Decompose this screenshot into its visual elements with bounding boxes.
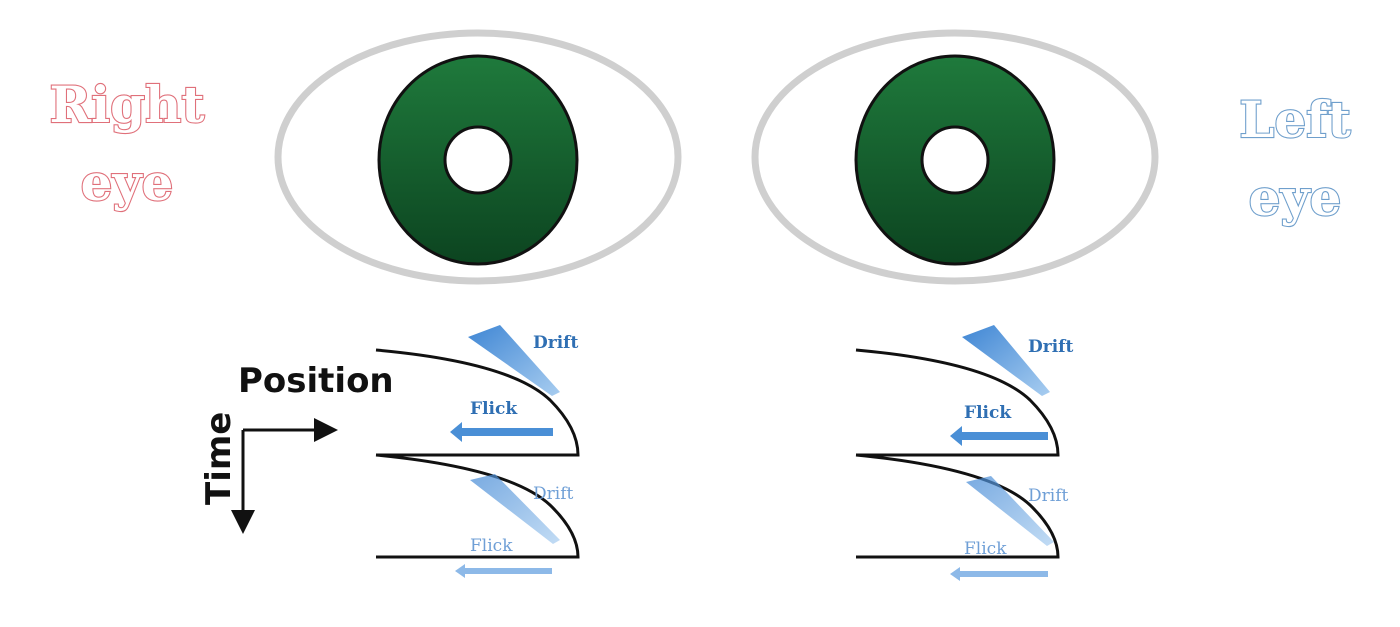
position-axis-label: Position [238, 361, 394, 401]
right-eye-trace: Drift Flick Drift Flick [375, 325, 580, 578]
drift-label: Drift [533, 333, 578, 353]
flick-label: Flick [470, 536, 513, 556]
left-eye-label-line2: eye [1249, 168, 1342, 227]
left-eye-label-line1: Left [1239, 90, 1351, 149]
trace-curve [855, 348, 1060, 457]
drift-label: Drift [533, 484, 573, 504]
right-eye-icon [274, 29, 682, 285]
time-axis-label: Time [199, 412, 239, 505]
drift-arrow-icon [468, 325, 560, 396]
flick-arrow-icon [950, 567, 1048, 581]
flick-label: Flick [964, 403, 1012, 423]
trace-curve [855, 453, 1060, 559]
drift-arrow-icon [962, 325, 1050, 396]
flick-arrow-icon [950, 426, 1048, 446]
left-eye-icon [751, 29, 1159, 285]
drift-arrow-icon [966, 476, 1054, 546]
trace-curve [375, 348, 580, 457]
flick-arrow-icon [455, 564, 552, 578]
trace-curve [375, 453, 580, 559]
drift-arrow-icon [470, 474, 560, 544]
drift-label: Drift [1028, 337, 1073, 357]
flick-label: Flick [470, 399, 518, 419]
right-eye-label-line2: eye [81, 153, 174, 212]
flick-arrow-icon [450, 422, 553, 442]
right-eye-label-line1: Right [50, 75, 205, 134]
left-eye-trace: Drift Flick Drift Flick [855, 325, 1073, 581]
drift-label: Drift [1028, 486, 1068, 506]
flick-label: Flick [964, 539, 1007, 559]
